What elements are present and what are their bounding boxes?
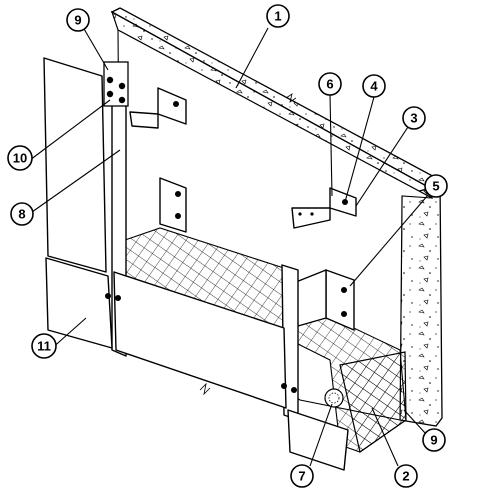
callout-10-label: 10	[13, 151, 27, 166]
callout-2: 2	[394, 464, 418, 488]
callout-1-label: 1	[274, 9, 281, 24]
callout-5-label: 5	[432, 179, 439, 194]
callout-9-top-label: 9	[74, 13, 81, 28]
callout-11: 11	[31, 333, 57, 359]
wall-brackets	[129, 87, 357, 331]
callout-5: 5	[424, 174, 448, 198]
callout-6: 6	[318, 72, 342, 96]
callout-6-label: 6	[326, 77, 333, 92]
callout-9-bottom-label: 9	[430, 433, 437, 448]
callout-10: 10	[7, 145, 33, 171]
callout-4: 4	[362, 74, 386, 98]
cladding-panels	[43, 57, 349, 471]
callout-11-label: 11	[37, 339, 51, 354]
callout-7: 7	[290, 464, 314, 488]
callout-9-top: 9	[66, 8, 90, 32]
callout-3-label: 3	[410, 111, 417, 126]
callout-2-label: 2	[402, 469, 409, 484]
callout-4-label: 4	[370, 79, 378, 94]
leader-lines	[29, 21, 429, 467]
fasteners	[103, 61, 344, 408]
callout-3: 3	[402, 106, 426, 130]
callout-8: 8	[10, 202, 34, 226]
callout-8-label: 8	[18, 207, 25, 222]
callout-9-bottom: 9	[422, 428, 446, 452]
callout-7-label: 7	[298, 469, 305, 484]
callout-1: 1	[266, 4, 290, 28]
